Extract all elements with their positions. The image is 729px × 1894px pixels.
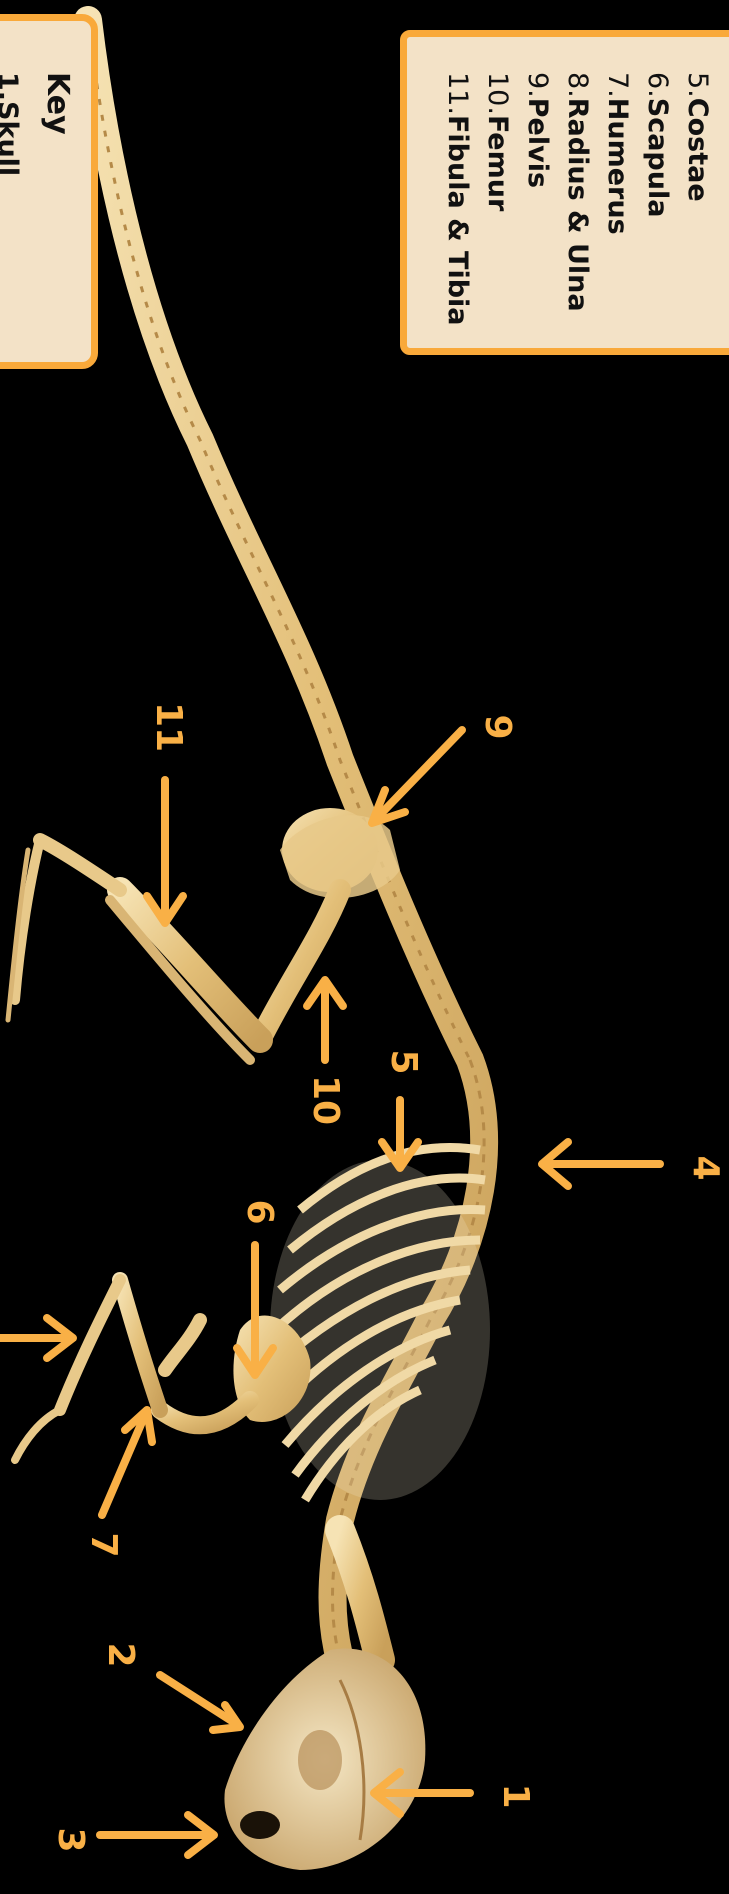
label-5: 5: [383, 1032, 423, 1092]
label-6: 6: [239, 1182, 279, 1242]
arrow-6: [237, 1245, 273, 1375]
arrow-5: [382, 1100, 418, 1168]
arrow-7: [102, 1410, 152, 1515]
label-3: 3: [50, 1810, 90, 1870]
label-7: 7: [83, 1515, 123, 1575]
label-9: 9: [477, 697, 517, 757]
label-4: 4: [685, 1138, 725, 1198]
label-10: 10: [305, 1070, 345, 1130]
label-1: 1: [495, 1766, 535, 1826]
arrow-11: [147, 780, 183, 923]
label-2: 2: [100, 1625, 140, 1685]
arrow-10: [307, 980, 343, 1060]
arrow-2: [160, 1675, 240, 1730]
label-11: 11: [148, 697, 188, 757]
arrow-9: [372, 730, 462, 823]
arrow-8: [0, 1318, 73, 1358]
arrow-3: [100, 1815, 214, 1855]
arrow-1: [374, 1772, 470, 1814]
arrow-4: [542, 1142, 660, 1186]
